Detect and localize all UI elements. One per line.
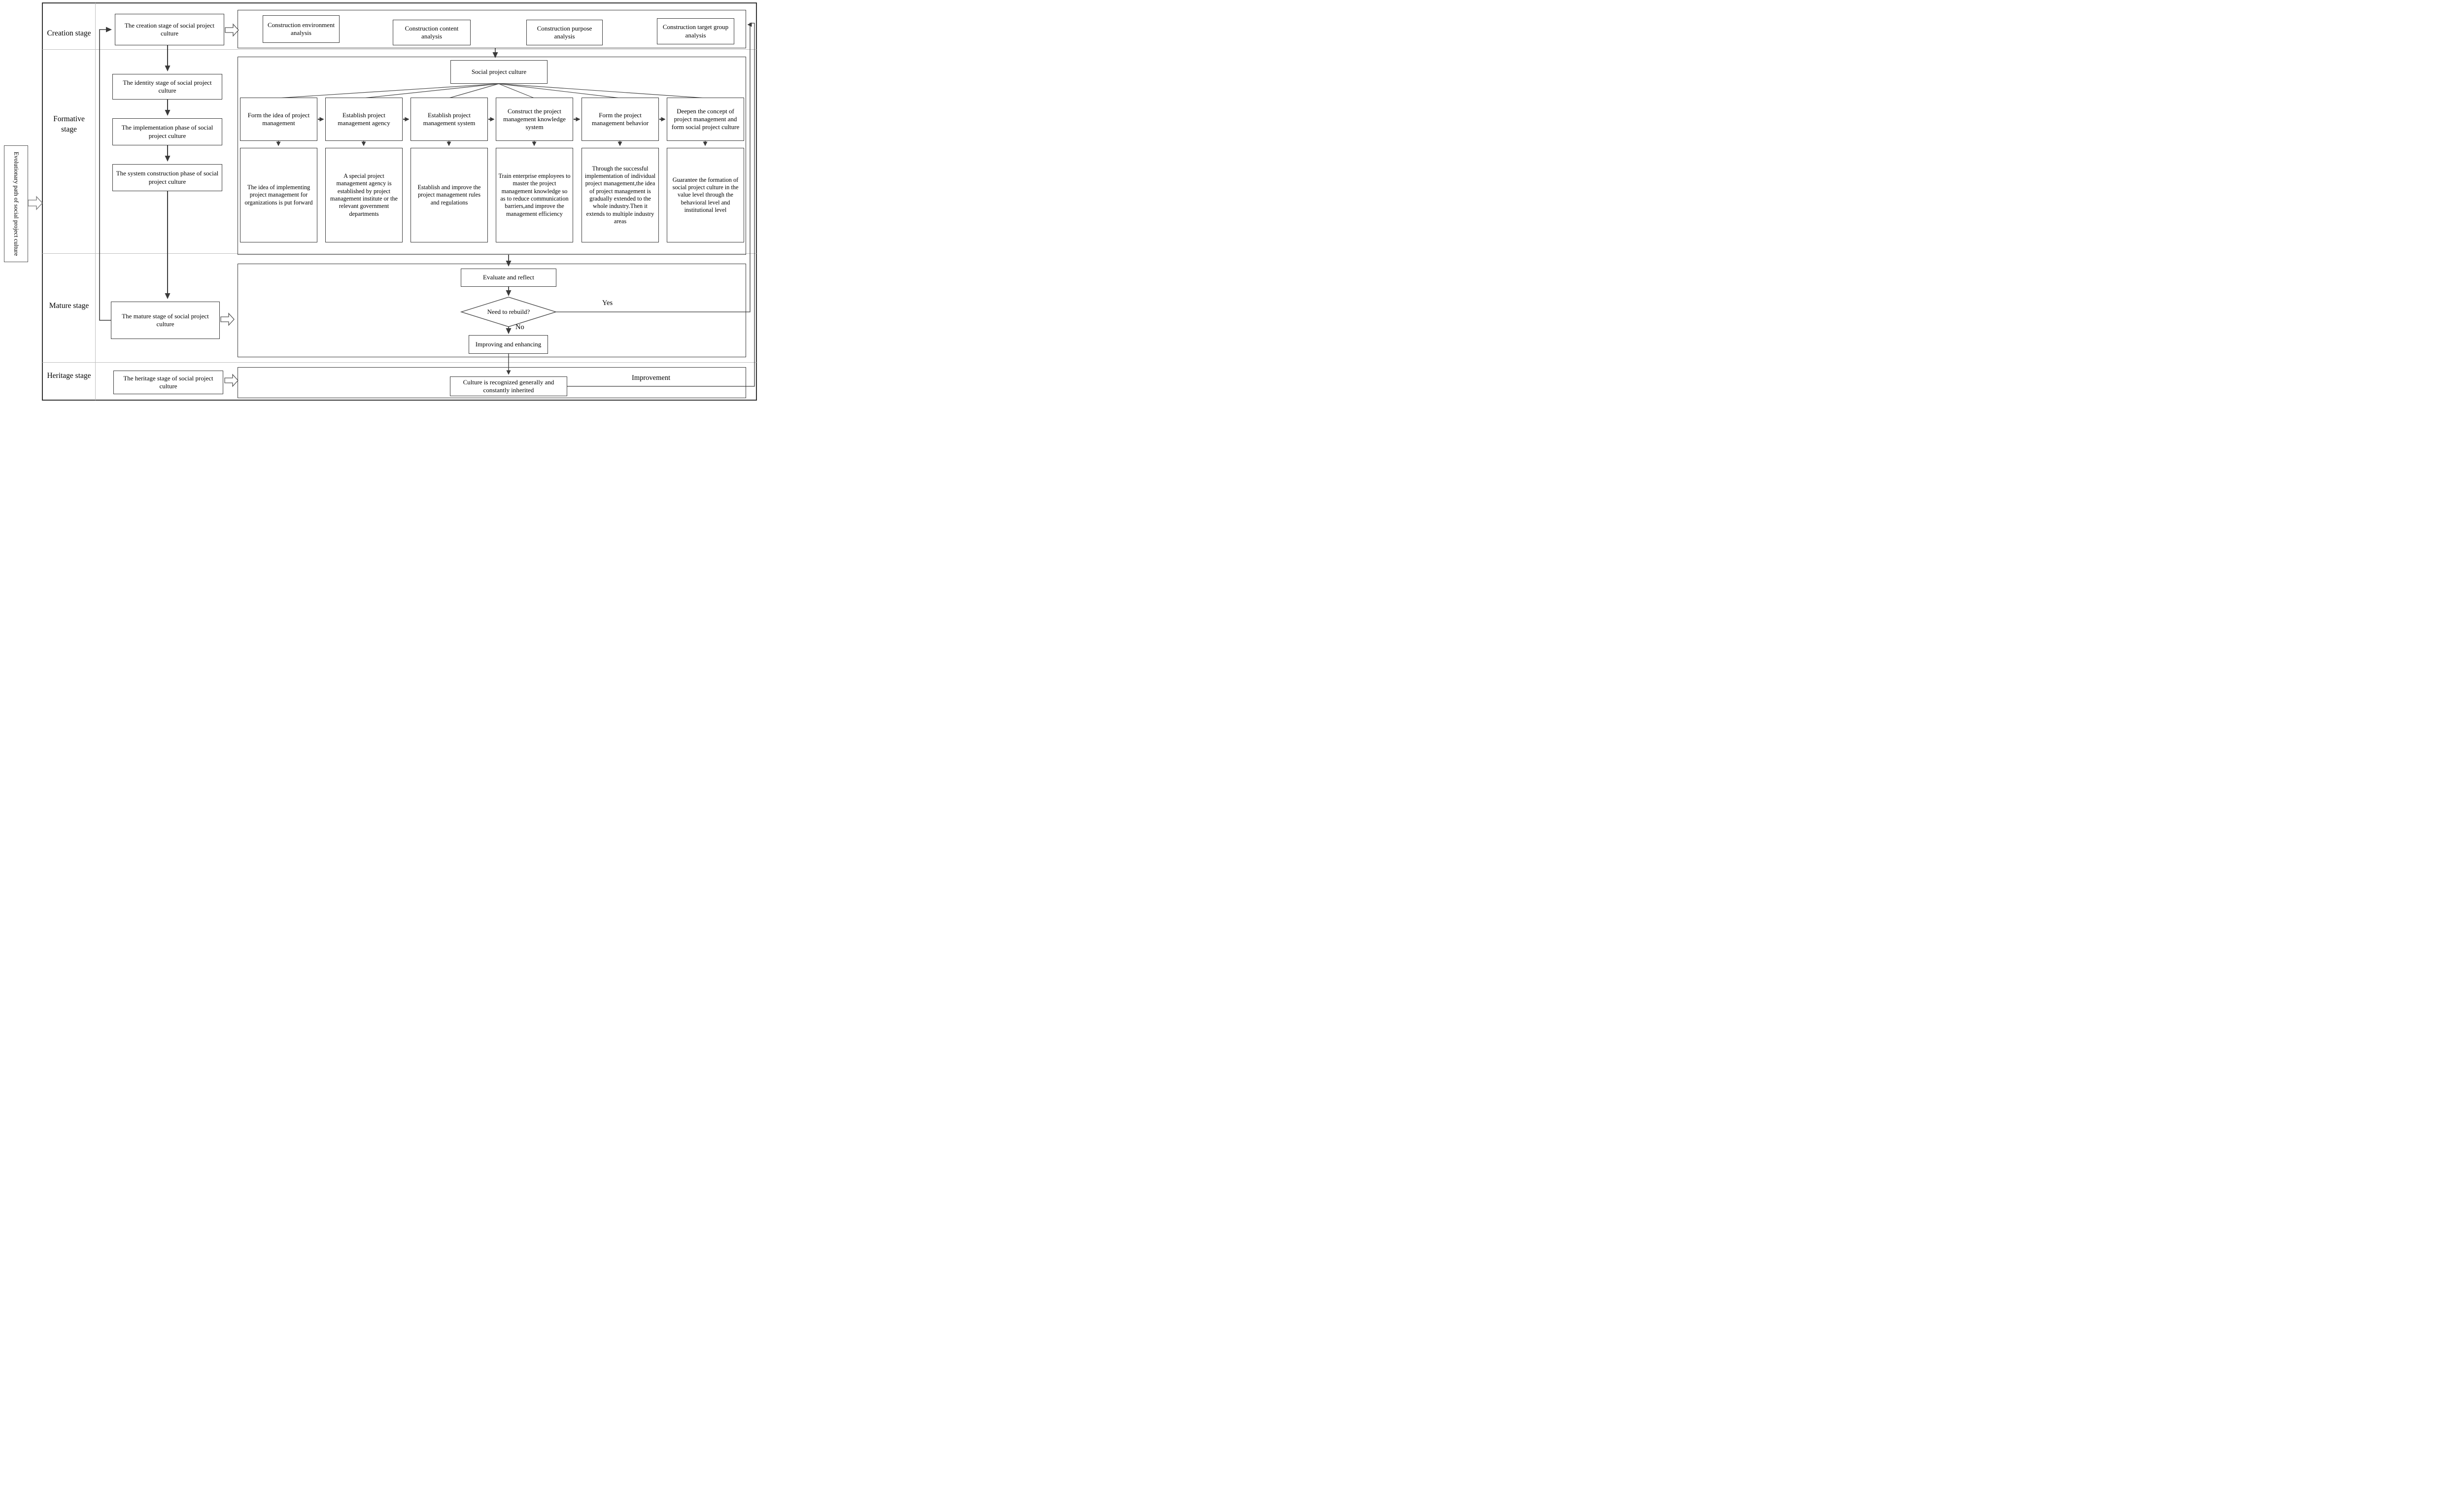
outer-frame	[42, 2, 757, 401]
creation-block-arrow-icon	[225, 23, 239, 37]
construction-target-box: Construction target group analysis	[657, 18, 734, 44]
step-box-2: Establish project management agency	[325, 98, 403, 141]
fan-line-1	[278, 83, 499, 99]
feedback-improvement-line	[563, 23, 755, 387]
detail-box-3: Establish and improve the project manage…	[411, 148, 488, 242]
detail-box-6: Guarantee the formation of social projec…	[667, 148, 744, 242]
step-box-5: Form the project management behavior	[582, 98, 659, 141]
heritage-panel	[238, 367, 746, 398]
mature-panel	[238, 264, 746, 357]
step-box-6: Deepen the concept of project management…	[667, 98, 744, 141]
evolution-path-banner: Evolutionary path of social project cult…	[4, 145, 28, 262]
mature-heritage-separator	[42, 362, 756, 363]
mature-stage-box: The mature stage of social project cultu…	[111, 302, 220, 339]
fan-line-4	[498, 83, 535, 99]
improving-enhancing-box: Improving and enhancing	[469, 335, 548, 354]
mature-block-arrow-icon	[220, 312, 235, 326]
culture-inherited-box: Culture is recognized generally and cons…	[450, 376, 567, 396]
construction-content-box: Construction content analysis	[393, 20, 471, 45]
decision-label: Need to rebuild?	[487, 308, 530, 315]
step-box-1: Form the idea of project management	[240, 98, 317, 141]
social-project-culture-box: Social project culture	[450, 60, 548, 84]
fan-line-2	[363, 83, 499, 99]
detail-box-1: The idea of implementing project managem…	[240, 148, 317, 242]
detail-box-5: Through the successful implementation of…	[582, 148, 659, 242]
evaluate-reflect-box: Evaluate and reflect	[461, 269, 556, 287]
detail-box-2: A special project management agency is e…	[325, 148, 403, 242]
identity-stage-box: The identity stage of social project cul…	[112, 74, 222, 100]
stage-label-formative: Formative stage	[53, 115, 85, 134]
creation-stage-box: The creation stage of social project cul…	[115, 14, 224, 45]
construction-environment-box: Construction environment analysis	[263, 15, 340, 43]
label-column-separator	[95, 3, 96, 400]
heritage-stage-box: The heritage stage of social project cul…	[113, 371, 223, 394]
stage-label-mature: Mature stage	[49, 301, 89, 310]
improvement-label: Improvement	[632, 374, 671, 382]
connector-overlay	[28, 22, 755, 387]
evolution-path-banner-text: Evolutionary path of social project cult…	[12, 151, 20, 256]
construction-purpose-box: Construction purpose analysis	[526, 20, 603, 45]
system-construction-box: The system construction phase of social …	[112, 164, 222, 191]
yes-label: Yes	[602, 299, 613, 307]
feedback-mature-to-creation	[99, 27, 112, 321]
step-box-4: Construct the project management knowled…	[496, 98, 573, 141]
fan-line-3	[448, 83, 499, 99]
decision-diamond	[460, 297, 557, 327]
feedback-yes-line	[556, 22, 752, 312]
stage-label-creation: Creation stage	[47, 29, 91, 37]
implementation-phase-box: The implementation phase of social proje…	[112, 118, 222, 145]
creation-formative-separator	[42, 49, 756, 50]
fan-line-5	[498, 83, 620, 99]
formative-panel	[238, 57, 746, 255]
fan-line-6	[498, 83, 706, 99]
formative-mature-separator	[42, 253, 756, 254]
diagram-canvas: Evolutionary path of social project cult…	[0, 0, 762, 411]
banner-arrow-icon	[28, 196, 43, 210]
detail-box-4: Train enterprise employees to master the…	[496, 148, 573, 242]
step-box-3: Establish project management system	[411, 98, 488, 141]
stage-label-heritage: Heritage stage	[47, 371, 91, 380]
no-label: No	[515, 323, 524, 331]
heritage-block-arrow-icon	[224, 374, 239, 387]
